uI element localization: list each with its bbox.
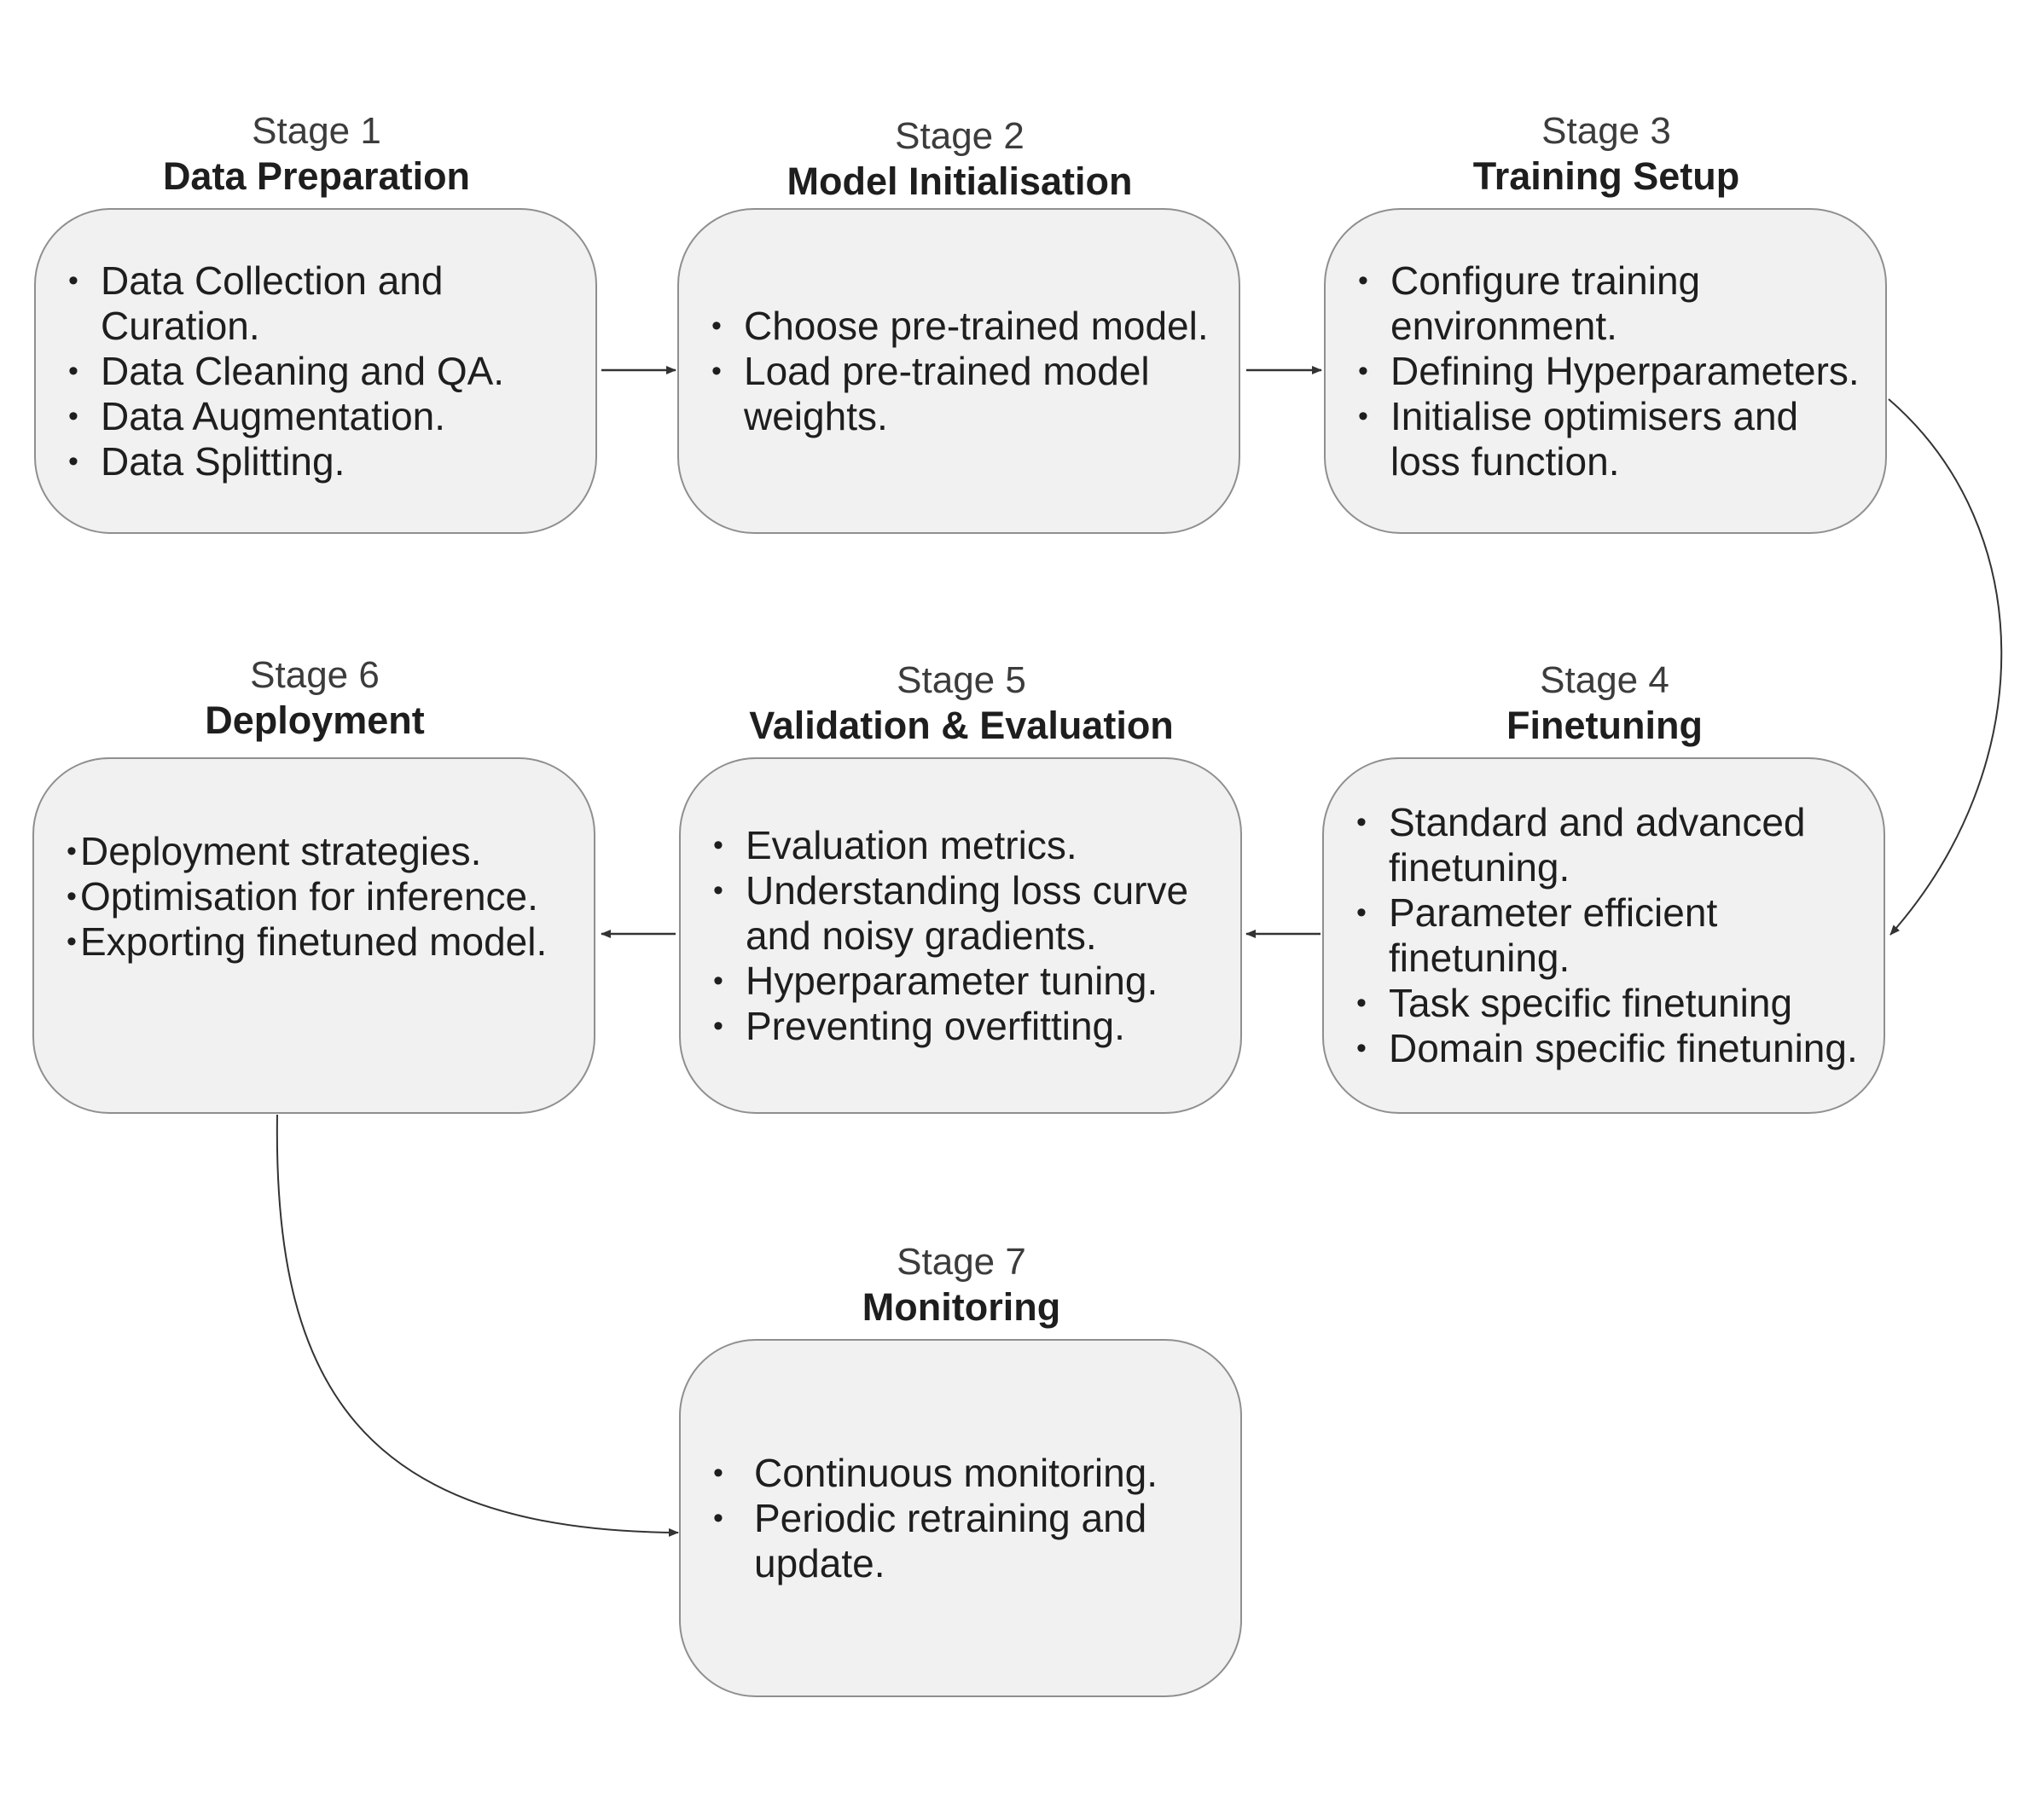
stage-title: Deployment [205,698,425,742]
stage-header: Stage 1 Data Preparation [34,109,599,200]
stage-label: Stage 1 [252,110,381,152]
list-item: Initialise optimisers and loss function. [1326,394,1877,484]
stage-item-list: Choose pre-trained model. Load pre-train… [679,304,1239,439]
stage-header: Stage 2 Model Initialisation [677,114,1242,205]
stage-title: Training Setup [1472,154,1740,198]
stage-title: Model Initialisation [787,159,1133,203]
stage-label: Stage 2 [895,115,1025,157]
stage-title: Monitoring [862,1285,1061,1329]
list-item: Evaluation metrics. [681,823,1232,868]
list-item: Understanding loss curve and noisy gradi… [681,868,1232,959]
stage-box: Choose pre-trained model. Load pre-train… [677,208,1240,534]
arrow-stage3-to-stage4 [1888,398,2003,936]
stage-item-list: Evaluation metrics. Understanding loss c… [681,823,1240,1049]
list-item: Configure training environment. [1326,258,1877,349]
list-item: Data Augmentation. [36,394,587,439]
stage-box: Continuous monitoring. Periodic retraini… [679,1339,1242,1697]
stage-header: Stage 6 Deployment [32,653,597,744]
stage-box: Evaluation metrics. Understanding loss c… [679,757,1242,1114]
stage-item-list: Standard and advanced finetuning. Parame… [1324,800,1884,1071]
list-item: Data Cleaning and QA. [36,349,587,394]
stage-title: Finetuning [1506,704,1703,747]
list-item: Standard and advanced finetuning. [1324,800,1875,890]
stage-label: Stage 4 [1540,659,1669,701]
stage-item-list: Configure training environment. Defining… [1326,258,1885,484]
list-item: Preventing overfitting. [681,1004,1232,1049]
stage-title: Validation & Evaluation [749,704,1174,747]
list-item: Data Collection and Curation. [36,258,587,349]
stage-box: Deployment strategies. Optimisation for … [32,757,595,1114]
stage-title: Data Preparation [162,154,471,198]
stage-header: Stage 4 Finetuning [1322,658,1887,749]
stage-label: Stage 7 [897,1241,1026,1283]
list-item: Load pre-trained model weights. [679,349,1230,439]
list-item: Exporting finetuned model. [34,919,585,965]
stage-box: Standard and advanced finetuning. Parame… [1322,757,1885,1114]
list-item: Optimisation for inference. [34,874,585,919]
list-item: Choose pre-trained model. [679,304,1230,349]
list-item: Domain specific finetuning. [1324,1026,1875,1071]
list-item: Continuous monitoring. [681,1451,1232,1496]
stage-item-list: Deployment strategies. Optimisation for … [34,829,594,965]
stage-header: Stage 5 Validation & Evaluation [679,658,1244,749]
list-item: Task specific finetuning [1324,981,1875,1026]
list-item: Defining Hyperparameters. [1326,349,1877,394]
arrow-stage6-to-stage7 [276,1114,679,1537]
stage-box: Data Collection and Curation. Data Clean… [34,208,597,534]
list-item: Periodic retraining and update. [681,1496,1232,1586]
stage-label: Stage 5 [897,659,1026,701]
stage-label: Stage 6 [250,654,380,696]
stage-item-list: Data Collection and Curation. Data Clean… [36,258,595,484]
stage-item-list: Continuous monitoring. Periodic retraini… [681,1451,1240,1586]
stage-header: Stage 3 Training Setup [1324,109,1889,200]
list-item: Parameter efficient finetuning. [1324,890,1875,981]
stage-box: Configure training environment. Defining… [1324,208,1887,534]
list-item: Deployment strategies. [34,829,585,874]
stage-header: Stage 7 Monitoring [679,1240,1244,1330]
stage-label: Stage 3 [1541,110,1671,152]
list-item: Hyperparameter tuning. [681,959,1232,1004]
list-item: Data Splitting. [36,439,587,484]
